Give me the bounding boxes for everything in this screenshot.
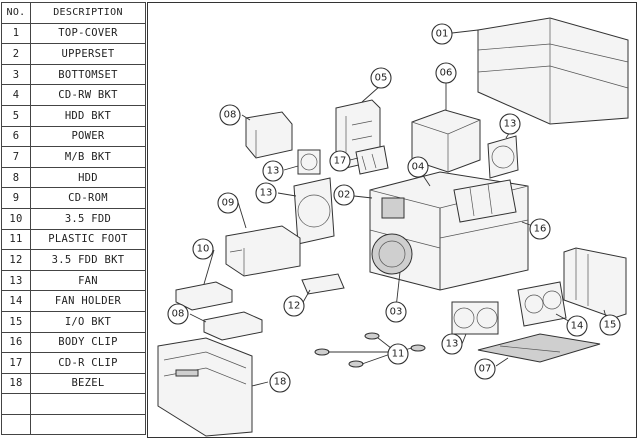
row-no: 16 <box>1 331 31 354</box>
callout-03: 03 <box>385 301 407 323</box>
svg-text:07: 07 <box>479 364 492 375</box>
row-no: 18 <box>1 372 31 395</box>
svg-text:12: 12 <box>288 301 301 312</box>
fan-bottom-part <box>451 301 499 335</box>
row-no: 14 <box>1 290 31 312</box>
callout-06: 06 <box>435 62 457 84</box>
table-row <box>1 413 146 436</box>
hdd-bottom-part <box>203 311 263 341</box>
svg-text:17: 17 <box>334 156 347 167</box>
svg-text:11: 11 <box>392 349 405 360</box>
callout-13-top-left: 13 <box>262 160 284 182</box>
fdd-bracket-part <box>301 273 345 295</box>
callout-02: 02 <box>333 184 355 206</box>
fan-top-small-part <box>297 149 321 175</box>
svg-text:13: 13 <box>504 119 517 130</box>
callout-15: 15 <box>599 314 621 336</box>
svg-text:03: 03 <box>390 307 403 318</box>
svg-text:06: 06 <box>440 68 453 79</box>
svg-text:09: 09 <box>222 198 235 209</box>
callout-01: 01 <box>431 23 453 45</box>
fan-holder-right-part <box>517 281 567 327</box>
row-description: CD-RW BKT <box>30 84 146 106</box>
row-description: FAN HOLDER <box>30 290 146 312</box>
chassis-body-part <box>369 171 529 291</box>
svg-text:14: 14 <box>571 321 584 332</box>
callout-08-top: 08 <box>219 104 241 126</box>
row-description: I/O BKT <box>30 310 146 333</box>
svg-text:13: 13 <box>446 339 459 350</box>
io-bracket-part <box>563 247 627 319</box>
cd-r-clip-part <box>355 145 389 175</box>
row-description: HDD BKT <box>30 104 146 127</box>
top-cover-part <box>477 17 629 125</box>
callout-16: 16 <box>529 218 551 240</box>
plastic-feet-part <box>314 332 426 368</box>
hdd-top-part <box>245 111 293 159</box>
fdd-part <box>175 281 233 311</box>
svg-text:05: 05 <box>375 73 388 84</box>
callout-17: 17 <box>329 150 351 172</box>
svg-text:08: 08 <box>224 110 237 121</box>
cd-rom-part <box>225 225 301 277</box>
callout-04: 04 <box>407 156 429 178</box>
svg-text:10: 10 <box>197 244 210 255</box>
callout-13-bottom: 13 <box>441 333 463 355</box>
row-no: 10 <box>1 207 31 230</box>
callout-18: 18 <box>269 371 291 393</box>
row-description: BOTTOMSET <box>30 63 146 86</box>
table-row <box>1 393 146 415</box>
callout-14: 14 <box>566 315 588 337</box>
callout-11: 11 <box>387 343 409 365</box>
mb-bracket-part <box>477 333 601 363</box>
bezel-part <box>157 337 253 437</box>
svg-text:13: 13 <box>260 188 273 199</box>
svg-text:01: 01 <box>436 29 449 40</box>
svg-text:18: 18 <box>274 377 287 388</box>
callout-05: 05 <box>370 67 392 89</box>
callout-12: 12 <box>283 295 305 317</box>
fan-holder-left-part <box>293 177 335 245</box>
callout-13-top-right: 13 <box>499 113 521 135</box>
callout-09: 09 <box>217 192 239 214</box>
callout-13-middle: 13 <box>255 182 277 204</box>
row-no: 15 <box>1 310 31 333</box>
callout-07: 07 <box>474 358 496 380</box>
svg-text:04: 04 <box>412 162 425 173</box>
row-description: CD-R CLIP <box>30 352 146 374</box>
row-description: BODY CLIP <box>30 331 146 354</box>
row-description <box>30 413 146 436</box>
exploded-view-frame <box>147 2 637 438</box>
svg-text:08: 08 <box>172 309 185 320</box>
svg-text:13: 13 <box>267 166 280 177</box>
svg-text:15: 15 <box>604 320 617 331</box>
fan-right-part <box>487 135 519 179</box>
callout-10: 10 <box>192 238 214 260</box>
svg-text:16: 16 <box>534 224 547 235</box>
callout-08-bottom: 08 <box>167 303 189 325</box>
row-description: CD-ROM <box>30 187 146 209</box>
row-description: 3.5 FDD <box>30 207 146 230</box>
svg-text:02: 02 <box>338 190 351 201</box>
